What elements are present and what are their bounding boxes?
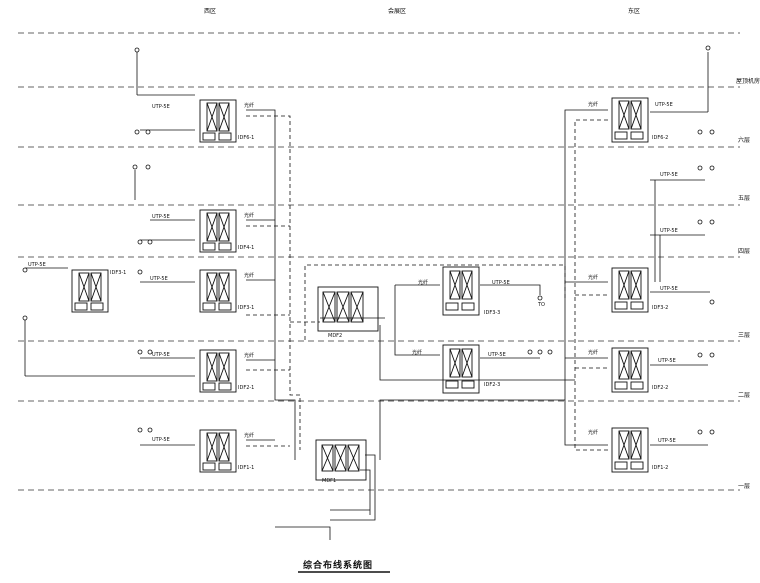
floor-label-5: 五层 <box>738 195 751 202</box>
fiber-label: 光纤 <box>588 102 599 108</box>
cabinet-left-3 <box>199 269 237 313</box>
column-header-right: 东区 <box>628 8 641 15</box>
cabinet-left-4 <box>199 209 237 253</box>
floor-label-4: 四层 <box>738 248 751 255</box>
cable-label: UTP-5E <box>660 172 678 178</box>
cable-label: UTP-5E <box>150 276 168 282</box>
floor-label-roof: 屋顶机房 <box>736 78 760 85</box>
cabinet-left-2 <box>199 349 237 393</box>
left-riser <box>246 109 320 460</box>
label-idf4-1: IDF4-1 <box>238 245 255 251</box>
label-idf1-2: IDF1-2 <box>652 465 669 471</box>
cable-label: UTP-5E <box>492 280 510 286</box>
cabinet-left-3b <box>71 269 109 313</box>
label-idf2-1: IDF2-1 <box>238 385 255 391</box>
cable-label: UTP-5E <box>152 104 170 110</box>
cable-label: UTP-5E <box>152 352 170 358</box>
label-idf3-3: IDF3-3 <box>484 310 501 316</box>
cabinet-mdf2 <box>317 286 379 332</box>
cable-label: UTP-5E <box>28 262 46 268</box>
label-idf2-3: IDF2-3 <box>484 382 501 388</box>
label-mdf1: MDF1 <box>322 478 337 484</box>
fiber-label: 光纤 <box>412 350 423 356</box>
cabinet-right-2 <box>611 347 649 393</box>
cabinet-right-3 <box>611 267 649 313</box>
cable-label: UTP-5E <box>488 352 506 358</box>
cabinet-center-3 <box>442 266 480 316</box>
label-idf3-1b: IDF3-1 <box>110 270 127 276</box>
cable-label: UTP-5E <box>152 437 170 443</box>
floor-label-2: 二层 <box>738 392 751 399</box>
fiber-label: 光纤 <box>588 350 599 356</box>
cable-label: UTP-5E <box>655 102 673 108</box>
cable-label: UTP-5E <box>658 358 676 364</box>
cable-label: UTP-5E <box>660 228 678 234</box>
cable-label: UTP-5E <box>660 286 678 292</box>
label-idf6-1: IDF6-1 <box>238 135 255 141</box>
outlet-tag: TO <box>538 302 545 308</box>
outlet-drops <box>24 52 710 446</box>
column-header-left: 西区 <box>204 8 217 15</box>
cable-label: UTP-5E <box>152 214 170 220</box>
fiber-label: 光纤 <box>244 213 255 219</box>
fiber-label: 光纤 <box>244 353 255 359</box>
label-idf3-2: IDF3-2 <box>652 305 669 311</box>
cabinet-mdf1 <box>315 439 367 481</box>
right-riser <box>379 109 608 460</box>
label-mdf2: MDF2 <box>328 333 343 339</box>
cabinet-left-6 <box>199 99 237 143</box>
floor-label-1: 一层 <box>738 483 751 490</box>
cable-label: UTP-5E <box>658 438 676 444</box>
floor-label-3: 三层 <box>738 332 751 339</box>
fiber-label: 光纤 <box>588 430 599 436</box>
cabinet-right-1 <box>611 427 649 473</box>
fiber-label: 光纤 <box>588 275 599 281</box>
floor-label-6: 六层 <box>738 137 751 144</box>
center-links <box>275 264 566 540</box>
outlet-symbols <box>22 45 715 435</box>
fiber-label: 光纤 <box>244 103 255 109</box>
cabinet-center-2 <box>442 344 480 394</box>
label-idf3-1: IDF3-1 <box>238 305 255 311</box>
cabinet-left-1 <box>199 429 237 473</box>
column-header-center: 会展区 <box>388 8 407 15</box>
cabinets <box>71 97 649 481</box>
diagram-title: 综合布线系统图 <box>303 561 374 571</box>
label-idf1-1: IDF1-1 <box>238 465 255 471</box>
floor-lines <box>18 32 740 491</box>
fiber-label: 光纤 <box>244 273 255 279</box>
label-idf6-2: IDF6-2 <box>652 135 669 141</box>
fiber-label: 光纤 <box>244 433 255 439</box>
cabinet-right-6 <box>611 97 649 143</box>
fiber-label: 光纤 <box>418 280 429 286</box>
label-idf2-2: IDF2-2 <box>652 385 669 391</box>
